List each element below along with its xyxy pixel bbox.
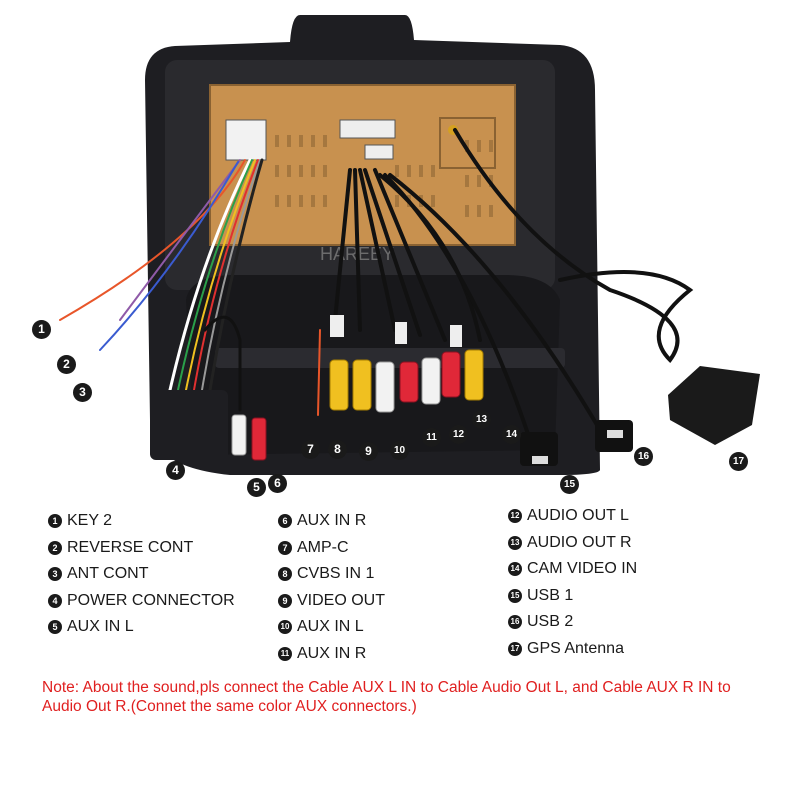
callout-3: 3 [73, 383, 92, 402]
legend-item: 2 REVERSE CONT [48, 535, 235, 562]
legend-item: 12 AUDIO OUT L [508, 503, 637, 530]
legend-label: AUDIO OUT R [527, 533, 632, 551]
wiring-note: Note: About the sound,pls connect the Ca… [42, 679, 731, 715]
connectors [150, 315, 760, 466]
legend-column-3: 12 AUDIO OUT L 13 AUDIO OUT R 14 CAM VIDEO … [508, 503, 637, 662]
legend-label: REVERSE CONT [67, 538, 194, 556]
legend-number: 13 [508, 535, 522, 550]
legend-number: 16 [508, 615, 522, 630]
legend-label: GPS Antenna [527, 639, 624, 657]
callout-14: 14 [502, 425, 521, 444]
callout-15: 15 [560, 475, 579, 494]
legend-label: CAM VIDEO IN [527, 560, 638, 578]
legend-label: VIDEO OUT [297, 591, 386, 609]
legend-label: AUX IN R [297, 512, 367, 530]
callout-9: 9 [359, 442, 378, 461]
legend-number: 1 [48, 514, 62, 529]
callout-16: 16 [634, 447, 653, 466]
wire-harness [59, 128, 694, 442]
callout-1: 1 [32, 320, 51, 339]
legend-item: 16 USB 2 [508, 609, 637, 636]
callout-8: 8 [328, 440, 347, 459]
legend-item: 11 AUX IN R [278, 641, 385, 668]
legend-item: 15 USB 1 [508, 583, 637, 610]
legend-item: 6 AUX IN R [278, 508, 385, 535]
legend-number: 6 [278, 514, 292, 529]
legend-item: 17 GPS Antenna [508, 636, 637, 663]
legend-number: 15 [508, 588, 522, 603]
legend-label: AMP-C [297, 538, 349, 556]
legend-number: 4 [48, 593, 62, 608]
legend-item: 3 ANT CONT [48, 561, 235, 588]
callout-6: 6 [268, 474, 287, 493]
product-photo: HAREEY [59, 15, 760, 475]
legend-item: 1 KEY 2 [48, 508, 235, 535]
legend-number: 9 [278, 593, 292, 608]
callout-4: 4 [166, 461, 185, 480]
callout-5: 5 [247, 478, 266, 497]
legend-number: 12 [508, 509, 522, 524]
legend-number: 8 [278, 567, 292, 582]
legend-label: KEY 2 [67, 512, 113, 530]
callout-12: 12 [449, 425, 468, 444]
legend-number: 5 [48, 620, 62, 635]
callout-11: 11 [422, 428, 441, 447]
legend-item: 8 CVBS IN 1 [278, 561, 385, 588]
legend-label: USB 2 [527, 613, 574, 631]
legend-label: AUX IN L [297, 618, 364, 636]
legend-item: 13 AUDIO OUT R [508, 530, 637, 557]
callout-2: 2 [57, 355, 76, 374]
legend-label: POWER CONNECTOR [67, 591, 235, 609]
legend-number: 14 [508, 562, 522, 577]
legend-label: AUX IN R [297, 644, 367, 662]
callout-13: 13 [472, 410, 491, 429]
legend-item: 7 AMP-C [278, 535, 385, 562]
legend-number: 3 [48, 567, 62, 582]
callout-10: 10 [390, 441, 409, 460]
legend-item: 9 VIDEO OUT [278, 588, 385, 615]
legend-item: 14 CAM VIDEO IN [508, 556, 637, 583]
legend-number: 10 [278, 620, 292, 635]
legend-number: 17 [508, 641, 522, 656]
legend-item: 4 POWER CONNECTOR [48, 588, 235, 615]
legend-label: AUDIO OUT L [527, 507, 629, 525]
callout-17: 17 [729, 452, 748, 471]
legend-label: CVBS IN 1 [297, 565, 375, 583]
legend-number: 11 [278, 646, 292, 661]
callout-7: 7 [301, 440, 320, 459]
legend-item: 10 AUX IN L [278, 614, 385, 641]
legend-label: USB 1 [527, 586, 574, 604]
head-unit-back-panel: HAREEY [209, 84, 516, 264]
legend-label: ANT CONT [67, 565, 149, 583]
legend-column-1: 1 KEY 2 2 REVERSE CONT 3 ANT CONT 4 POWER CO… [48, 508, 235, 641]
legend-number: 2 [48, 540, 62, 555]
legend-number: 7 [278, 540, 292, 555]
legend-label: AUX IN L [67, 618, 134, 636]
legend-item: 5 AUX IN L [48, 614, 235, 641]
